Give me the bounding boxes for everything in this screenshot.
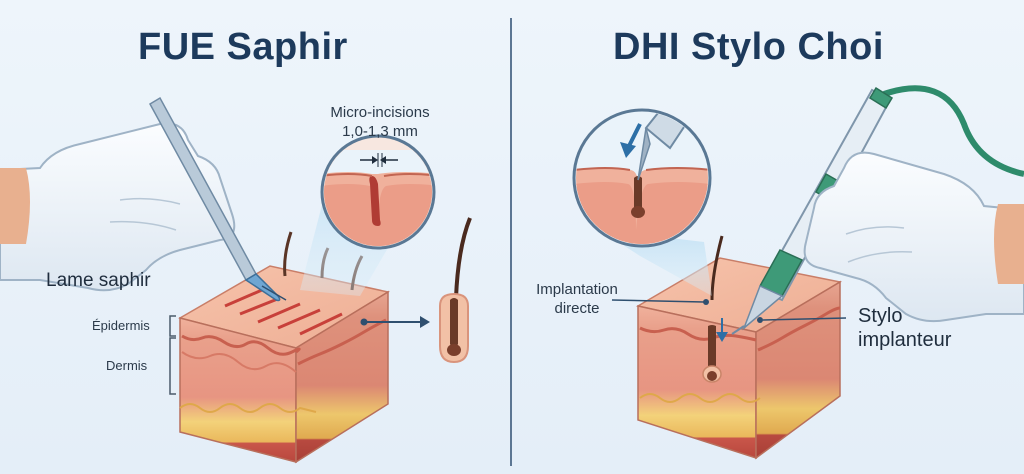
left-panel-title: FUE Saphir <box>138 26 348 68</box>
micro-incisions-label: Micro-incisions 1,0-1,3 mm <box>318 103 442 141</box>
gloved-hand-icon <box>803 151 1024 323</box>
implant-pointer-dot <box>703 299 709 305</box>
scalpel-icon <box>148 96 287 302</box>
pen-label-line1: Stylo <box>858 305 903 327</box>
epidermis-bracket <box>169 315 176 337</box>
implantation-label-line1: Implantation <box>536 281 618 298</box>
dermis-label: Dermis <box>106 358 148 373</box>
magnifier-inset-icon <box>320 134 436 250</box>
implant-pointer-line <box>611 299 705 303</box>
pen-pointer-dot <box>757 317 763 323</box>
magnifier-cone-right <box>600 230 712 296</box>
pen-pointer-line <box>762 317 847 321</box>
skin-block-left <box>178 231 390 464</box>
epidermis-label: Épidermis <box>92 318 150 333</box>
micro-incisions-label-line2: 1,0-1,3 mm <box>342 123 418 140</box>
pen-label-line2: implanteur <box>858 329 952 351</box>
blade-label: Lame saphir <box>46 270 151 291</box>
follicle-pointer-dot <box>360 318 368 326</box>
follicle-pointer-arrowhead <box>420 316 430 328</box>
magnifier-inset-icon <box>572 108 712 248</box>
right-panel-title: DHI Stylo Choi <box>613 26 884 68</box>
implantation-label: Implantation directe <box>512 280 642 318</box>
dermis-bracket <box>169 337 176 395</box>
implantation-label-line2: directe <box>554 300 600 317</box>
micro-incisions-label-line1: Micro-incisions <box>330 104 430 121</box>
pen-label: Stylo implanteur <box>858 304 951 352</box>
hair-follicle-icon <box>439 217 472 364</box>
gloved-hand-icon <box>0 122 236 292</box>
